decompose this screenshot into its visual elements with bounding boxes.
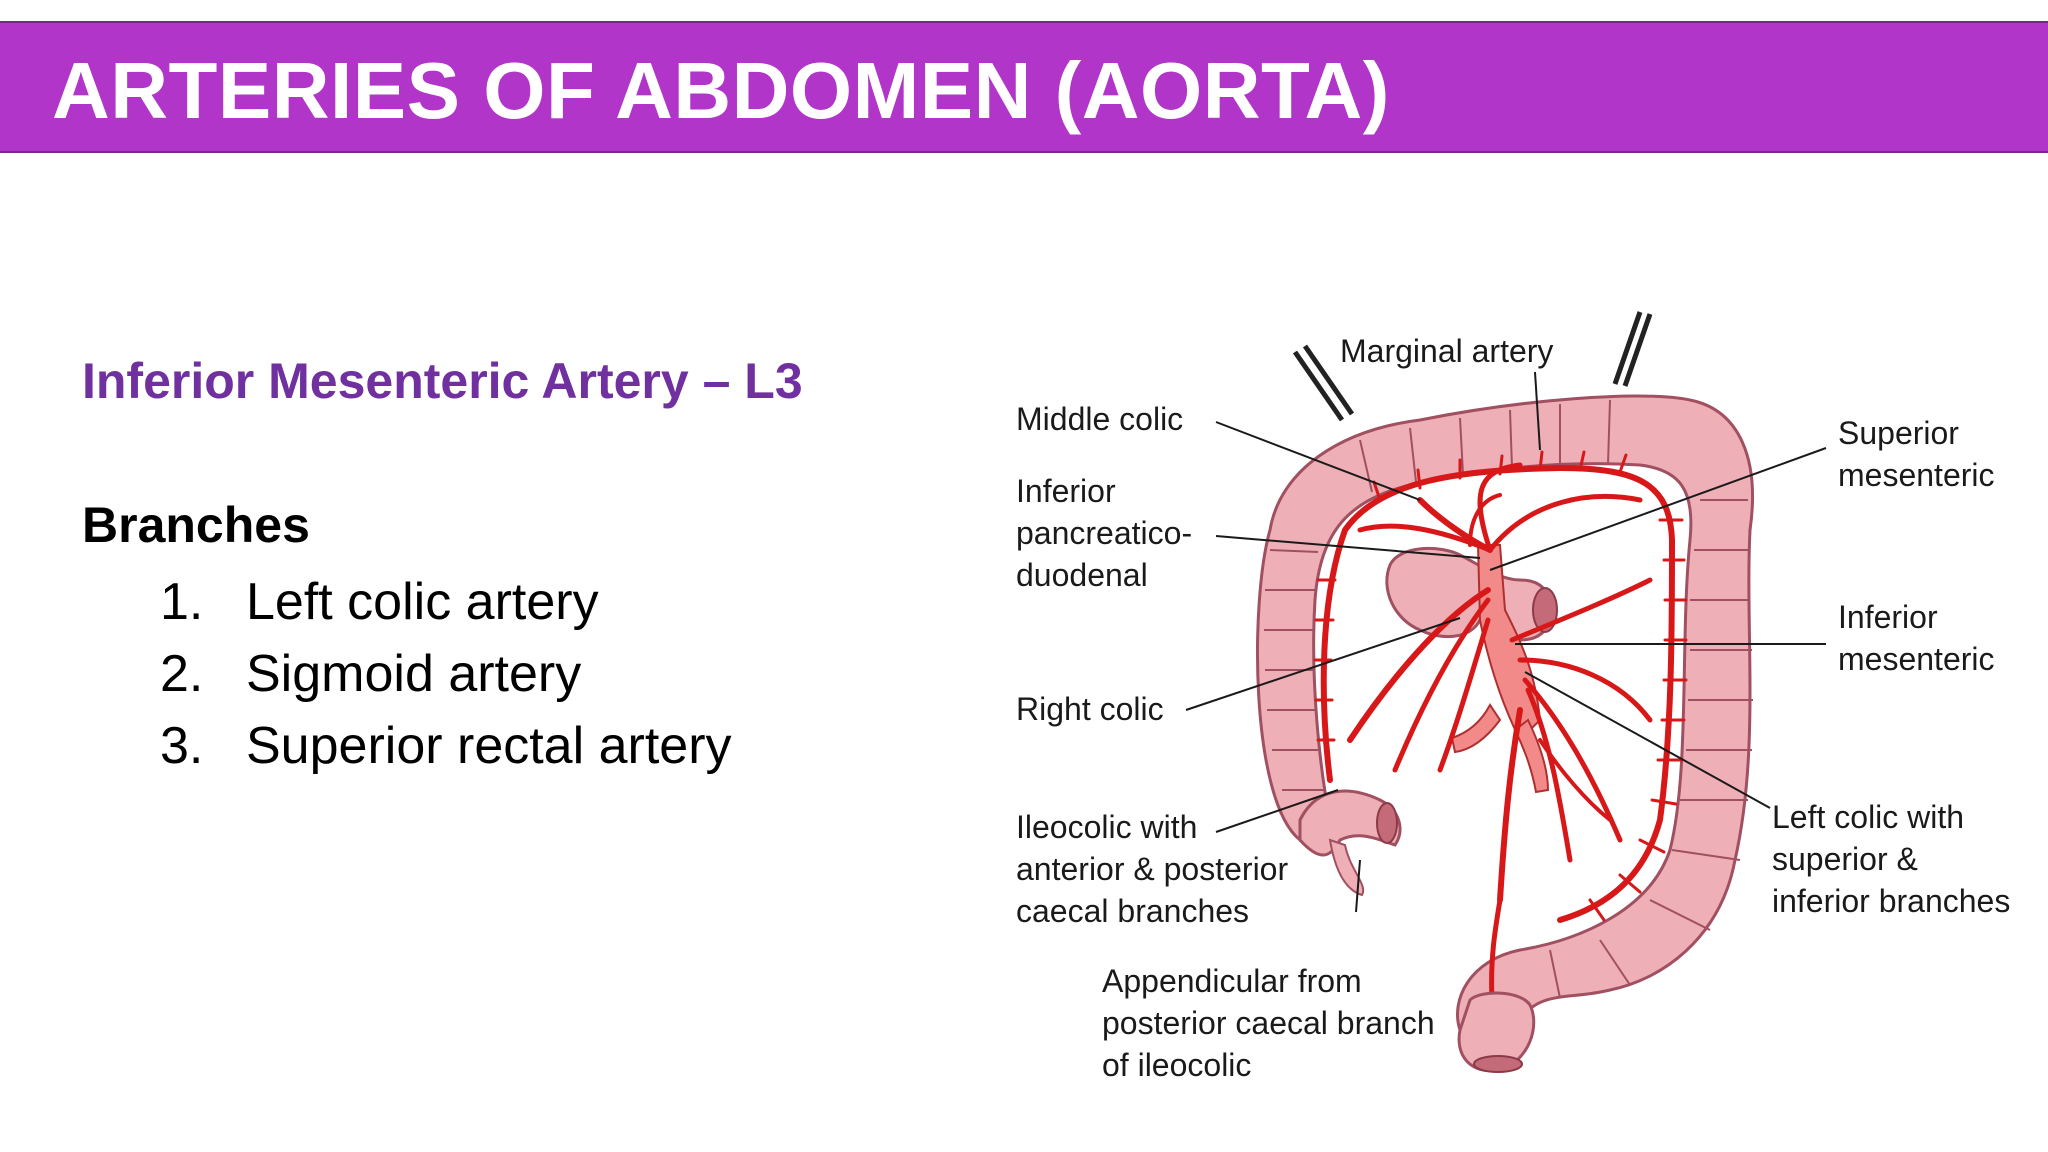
branch-label: Sigmoid artery [246, 645, 582, 703]
artery-subtitle: Inferior Mesenteric Artery – L3 [82, 353, 803, 409]
label-left-colic-1: Left colic with [1772, 799, 1964, 835]
branches-heading: Branches [82, 497, 310, 553]
label-middle-colic: Middle colic [1016, 401, 1183, 437]
branch-number: 1. [160, 573, 204, 631]
rectum [1457, 991, 1536, 1073]
rectum-lumen [1473, 1055, 1523, 1073]
label-inferior-mesenteric-2: mesenteric [1838, 641, 1995, 677]
branch-number: 2. [160, 645, 204, 703]
mesenteric-arteries-diagram: Marginal artery Middle colic Inferior pa… [1000, 300, 2040, 1100]
label-inferior-pancreaticoduodenal-3: duodenal [1016, 557, 1148, 593]
retractor-right [1612, 311, 1653, 387]
leader-lines [1185, 371, 1827, 913]
branch-item: 2. Sigmoid artery [160, 638, 732, 710]
branch-label: Superior rectal artery [246, 717, 732, 775]
label-inferior-pancreaticoduodenal-2: pancreatico- [1016, 515, 1192, 551]
label-right-colic: Right colic [1016, 691, 1164, 727]
iliac-right [1513, 718, 1550, 794]
branch-list: 1. Left colic artery 2. Sigmoid artery 3. S… [160, 566, 732, 782]
branch-label: Left colic artery [246, 573, 599, 631]
label-left-colic-3: inferior branches [1772, 883, 2010, 919]
label-ileocolic-3: caecal branches [1016, 893, 1249, 929]
title-bar: ARTERIES OF ABDOMEN (AORTA) [0, 21, 2048, 153]
label-marginal-artery: Marginal artery [1340, 333, 1553, 369]
ileum-lumen [1376, 802, 1398, 844]
diagram-svg: Marginal artery Middle colic Inferior pa… [1016, 311, 2010, 1083]
label-inferior-pancreaticoduodenal-1: Inferior [1016, 473, 1116, 509]
haustra-marks [1264, 399, 1753, 999]
appendix [1328, 838, 1365, 897]
branch-item: 3. Superior rectal artery [160, 710, 732, 782]
branch-item: 1. Left colic artery [160, 566, 732, 638]
duodenum-lumen [1532, 587, 1558, 633]
slide-title: ARTERIES OF ABDOMEN (AORTA) [52, 46, 1390, 135]
label-superior-mesenteric-2: mesenteric [1838, 457, 1995, 493]
label-inferior-mesenteric-1: Inferior [1838, 599, 1938, 635]
ileum-stub [1298, 789, 1402, 857]
retractor-left [1292, 344, 1355, 422]
label-ileocolic-2: anterior & posterior [1016, 851, 1288, 887]
label-ileocolic-1: Ileocolic with [1016, 809, 1197, 845]
label-appendicular-2: posterior caecal branch [1102, 1005, 1435, 1041]
label-superior-mesenteric-1: Superior [1838, 415, 1959, 451]
branch-number: 3. [160, 717, 204, 775]
label-appendicular-1: Appendicular from [1102, 963, 1362, 999]
label-left-colic-2: superior & [1772, 841, 1918, 877]
arterial-branches [1313, 450, 1688, 1003]
label-appendicular-3: of ileocolic [1102, 1047, 1251, 1083]
